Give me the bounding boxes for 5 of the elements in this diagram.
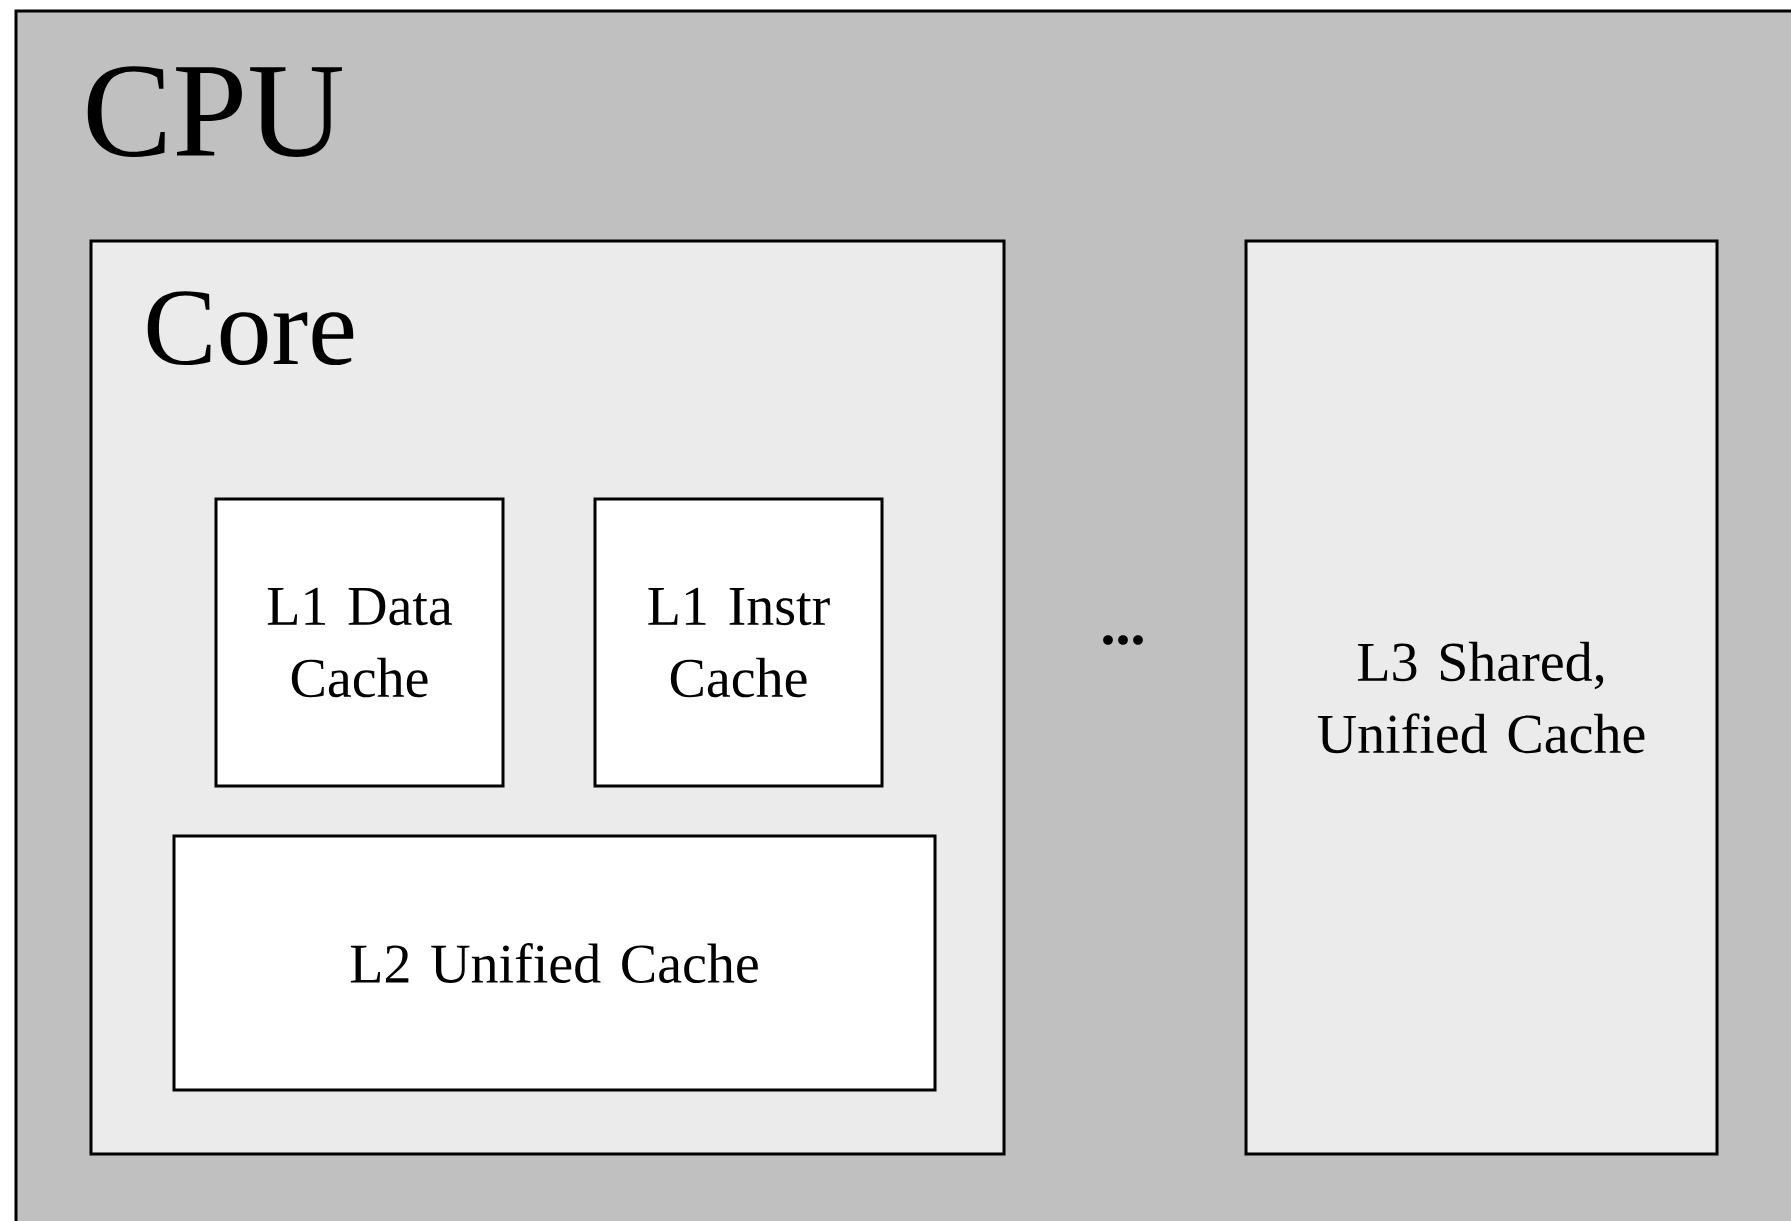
ellipsis: ... (1103, 635, 1143, 645)
cache-box: L3 Shared, Unified Cache (1244, 239, 1719, 1156)
cache-box: L1 Instr Cache (593, 497, 884, 788)
cache-box: L1 Data Cache (214, 497, 505, 788)
cache-box: L2 Unified Cache (172, 834, 937, 1092)
